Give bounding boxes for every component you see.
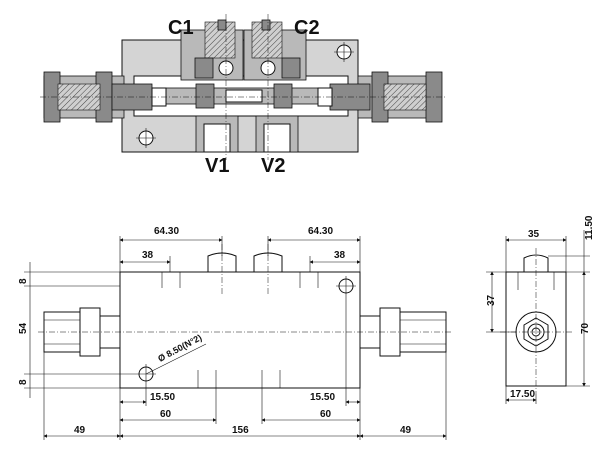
dim-overall-49-right: 49	[400, 425, 412, 436]
valve-block-front	[119, 271, 361, 389]
front-dimensions: 64.30 64.30 38 38 8 54 8 Ø 8.50(N°2) 15.…	[18, 226, 447, 440]
dim-bottom-left-15: 15.50	[150, 392, 175, 403]
dim-left-8-top: 8	[18, 278, 29, 284]
dim-side-37: 37	[486, 294, 497, 306]
dim-overall-49-left: 49	[74, 425, 86, 436]
dim-hole-note: Ø 8.50(N°2)	[156, 332, 203, 363]
dim-top-right-38: 38	[334, 250, 346, 261]
dim-top-right-64: 64.30	[308, 226, 333, 237]
dim-top-left-64: 64.30	[154, 226, 179, 237]
dim-bottom-right-60: 60	[320, 409, 332, 420]
label-c1: C1	[168, 17, 194, 39]
spring-c1	[204, 21, 236, 59]
label-c2: C2	[294, 17, 320, 39]
dim-bottom-left-60: 60	[160, 409, 172, 420]
dim-bottom-right-15: 15.50	[310, 392, 335, 403]
dim-side-11: 11.50	[584, 215, 595, 240]
side-view	[500, 248, 572, 394]
dim-left-54: 54	[18, 322, 29, 334]
front-view	[38, 244, 452, 389]
label-v2: V2	[261, 155, 285, 177]
label-v1: V1	[205, 155, 229, 177]
section-view: C1 C2 V1 V2	[40, 14, 446, 177]
dim-side-70: 70	[580, 322, 591, 334]
dim-side-17: 17.50	[510, 389, 535, 400]
side-dimensions: 35 11.50 70 37 17.50	[486, 215, 595, 404]
dim-top-left-38: 38	[142, 250, 154, 261]
dim-overall-156: 156	[232, 425, 249, 436]
dim-side-35: 35	[528, 229, 540, 240]
dim-left-8-bottom: 8	[18, 379, 29, 385]
